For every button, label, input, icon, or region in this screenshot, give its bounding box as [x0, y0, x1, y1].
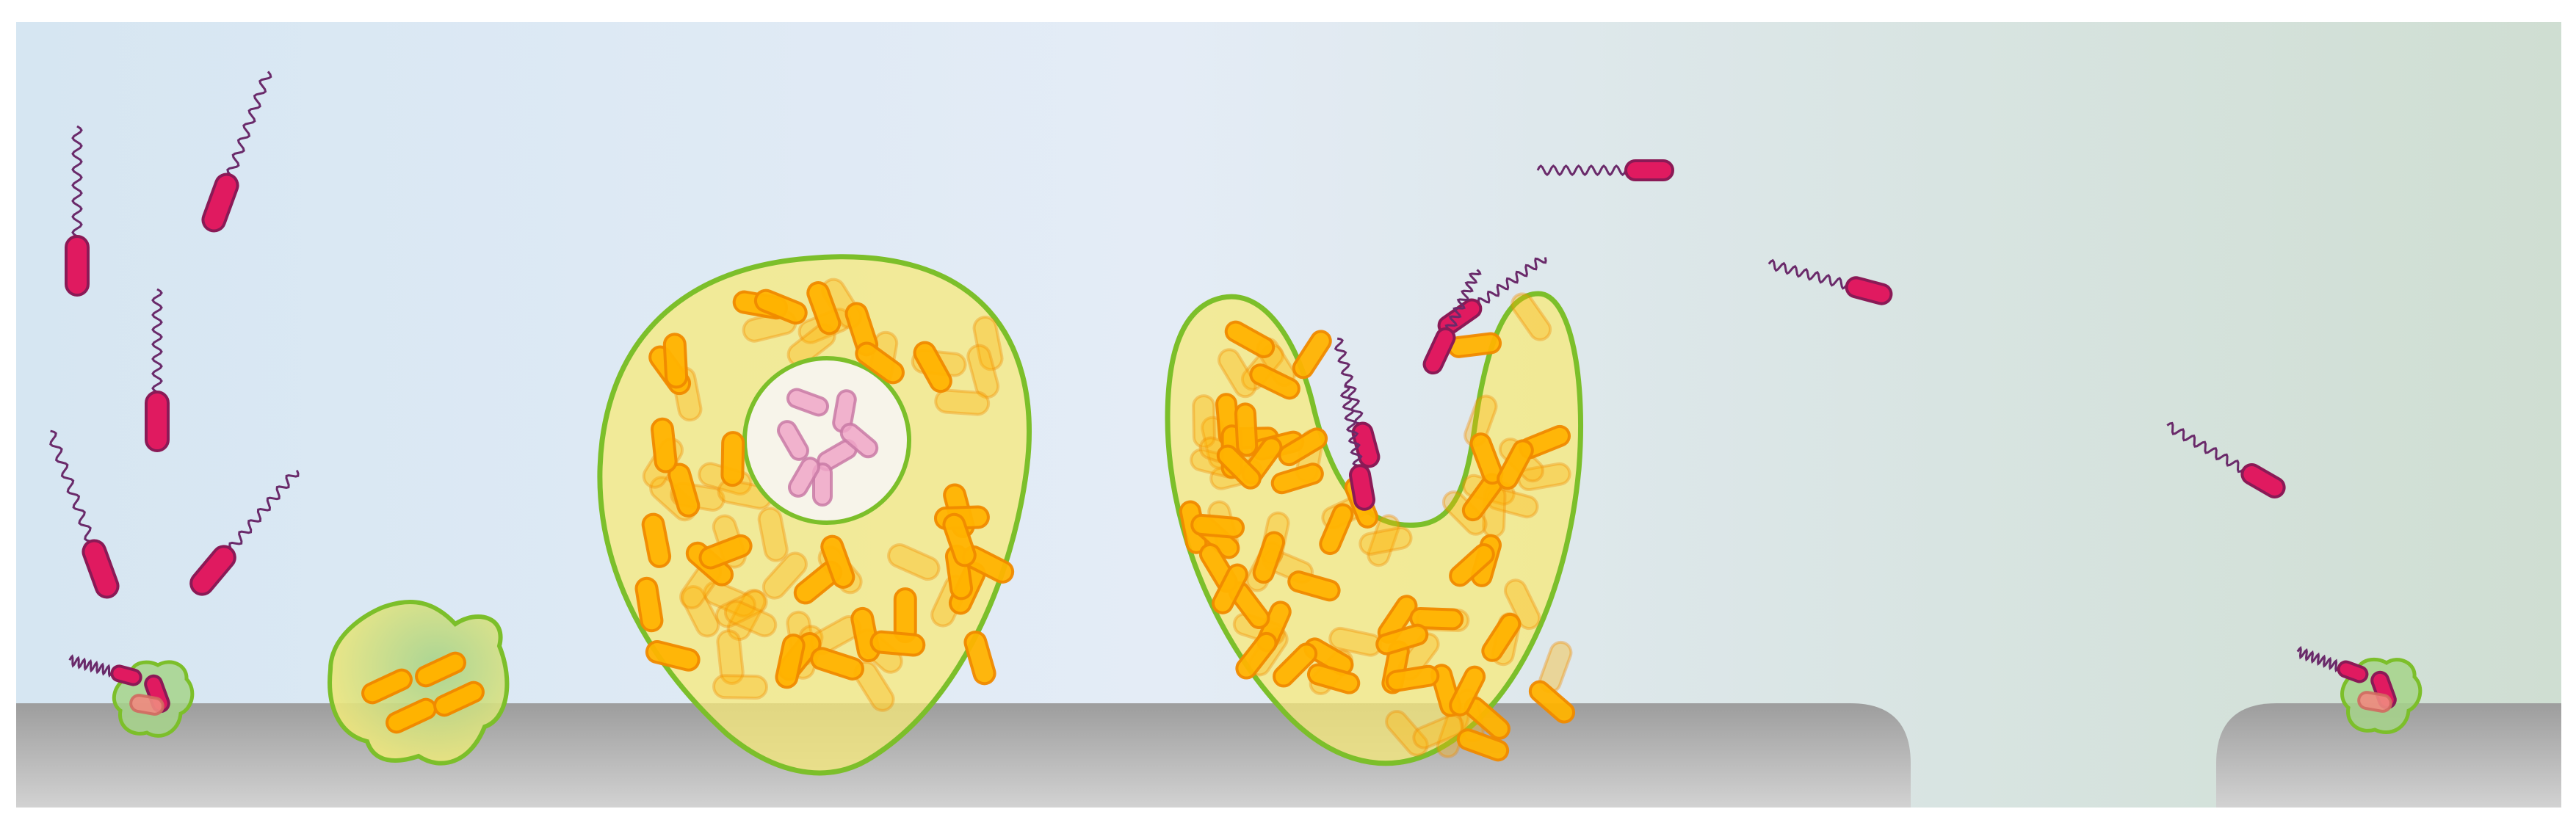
microcolony	[328, 600, 510, 766]
embedded-cell	[820, 534, 855, 589]
planktonic-bacterium	[1768, 258, 1893, 305]
embedded-cell	[1252, 531, 1286, 584]
embedded-cell-faint	[1217, 348, 1257, 399]
channel-cell	[788, 457, 820, 498]
embedded-cell	[1528, 680, 1576, 724]
embedded-cell	[1469, 432, 1504, 485]
embedded-cell-faint	[757, 507, 789, 562]
embedded-cell	[1449, 665, 1486, 716]
planktonic-bacterium	[49, 429, 120, 599]
embedded-cell-faint	[1412, 714, 1465, 750]
embedded-cell-faint	[1358, 526, 1413, 556]
embedded-cell	[1273, 642, 1318, 688]
attached-bacterium	[129, 694, 164, 716]
embedded-cell-faint	[1510, 292, 1552, 341]
embedded-cell	[641, 512, 672, 568]
planktonic-bacterium	[1339, 385, 1375, 511]
embedded-cell	[869, 630, 926, 657]
attached-bacterium-left	[112, 660, 195, 738]
embedded-cell-faint	[972, 316, 1004, 371]
embedded-cell	[963, 630, 996, 686]
planktonic-bacteria	[49, 70, 2369, 686]
embedded-cell	[651, 417, 678, 473]
embedded-cell	[645, 640, 701, 672]
attached-bacterium	[2357, 691, 2392, 713]
embedded-cell-faint	[714, 589, 768, 628]
dispersing-biofilm	[1165, 291, 1584, 766]
embedded-cell	[1278, 427, 1328, 467]
embedded-cell-faint	[1367, 514, 1401, 567]
water-channel	[742, 356, 911, 525]
embedded-cell-faint	[1503, 578, 1541, 631]
planktonic-bacterium	[2166, 421, 2286, 498]
embedded-cell	[1456, 728, 1510, 762]
embedded-cell	[1449, 542, 1495, 587]
embedded-cell	[810, 647, 864, 681]
embedded-cell	[1212, 563, 1248, 614]
microcolony-cell	[433, 681, 485, 717]
planktonic-bacterium	[189, 470, 300, 596]
embedded-cell	[1409, 606, 1464, 631]
embedded-cell-faint	[726, 588, 767, 642]
planktonic-bacterium	[68, 654, 142, 686]
embedded-cell	[662, 333, 689, 389]
embedded-cell	[1234, 402, 1259, 457]
channel-cell	[839, 422, 879, 459]
embedded-cell-faint	[1192, 394, 1216, 449]
embedded-cell	[1292, 330, 1332, 380]
embedded-cell	[634, 576, 664, 633]
embedded-cell	[913, 341, 952, 393]
embedded-cell	[942, 512, 977, 567]
embedded-cell	[1375, 623, 1429, 656]
embedded-cell	[1497, 439, 1534, 490]
embedded-cell	[1224, 320, 1276, 358]
embedded-cell-faint	[761, 551, 808, 600]
embedded-cell-faint	[1385, 709, 1429, 757]
embedded-cell	[1319, 503, 1354, 556]
embedded-cell	[1287, 570, 1341, 602]
embedded-cell	[1481, 612, 1522, 662]
embedded-cell	[1190, 513, 1245, 539]
embedded-cell	[1306, 663, 1361, 694]
embedded-cell	[855, 341, 905, 385]
embedded-cell	[1385, 664, 1440, 692]
embedded-cell-faint	[681, 585, 720, 638]
embedded-cell	[1270, 462, 1324, 495]
channel-cell	[812, 462, 833, 507]
microcolony-cell	[361, 668, 413, 705]
embedded-cell-faint	[1517, 462, 1571, 492]
embedded-cell	[753, 289, 808, 325]
embedded-cell-faint	[703, 580, 756, 618]
embedded-cell	[1216, 444, 1262, 490]
planktonic-bacterium	[1422, 269, 1482, 375]
embedded-cell	[775, 634, 806, 689]
planktonic-bacterium	[65, 125, 90, 297]
channel-cell	[786, 388, 830, 417]
embedded-cell-faint	[712, 674, 769, 700]
embedded-cell-faint	[716, 629, 745, 685]
embedded-cell	[698, 534, 753, 570]
embedded-cell-faint	[966, 344, 1000, 399]
embedded-cell	[806, 281, 842, 335]
embedded-cell-faint	[723, 600, 778, 638]
planktonic-bacterium	[2296, 645, 2369, 683]
embedded-cell	[1249, 363, 1300, 400]
channel-cell	[777, 420, 809, 461]
microcolony-cell	[415, 651, 466, 688]
embedded-cell	[1235, 631, 1278, 680]
embedded-cell-faint	[934, 388, 991, 416]
planktonic-bacterium	[1536, 159, 1674, 181]
embedded-cell-faint	[887, 543, 941, 581]
planktonic-bacterium	[145, 288, 170, 452]
planktonic-bacterium	[201, 70, 272, 233]
mature-biofilm	[597, 254, 1032, 776]
embedded-cell	[720, 431, 745, 487]
